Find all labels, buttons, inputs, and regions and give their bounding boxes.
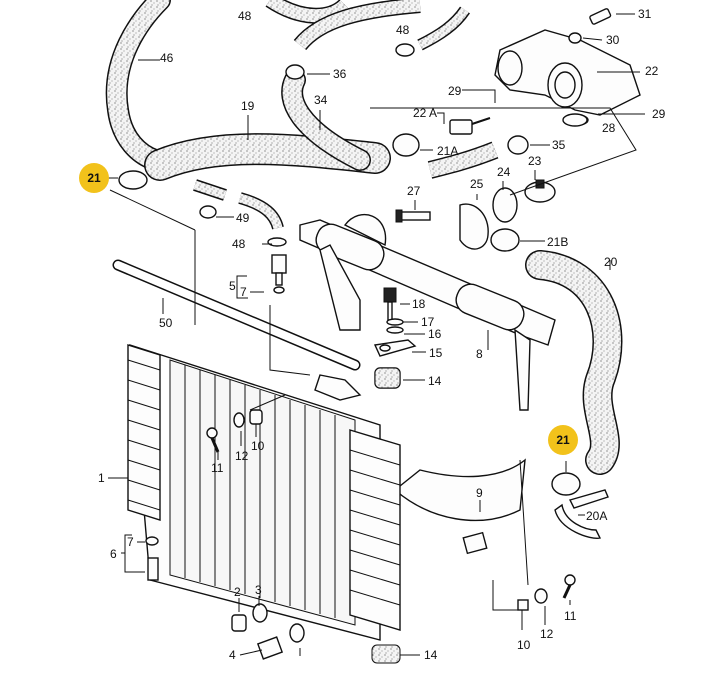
thermostat-23 — [524, 179, 556, 203]
drain-plug-2-3-4 — [231, 603, 305, 660]
callout-29: 29 — [448, 84, 462, 98]
hose-20 — [525, 250, 623, 475]
callout-22: 22 — [645, 64, 659, 78]
callout-36: 36 — [333, 67, 347, 81]
callout-14: 14 — [428, 374, 442, 388]
bracket-15 — [373, 339, 417, 357]
callout-10: 10 — [251, 439, 265, 453]
callout-7: 7 — [127, 535, 134, 549]
callout-12: 12 — [540, 627, 554, 641]
callout-12: 12 — [235, 449, 249, 463]
callout-21B: 21B — [547, 235, 568, 249]
highlight-callout-21-right[interactable]: 21 — [548, 425, 578, 455]
callout-4: 4 — [229, 648, 236, 662]
callout-35: 35 — [552, 138, 566, 152]
bolt-18 — [383, 287, 397, 321]
callout-9: 9 — [476, 486, 483, 500]
callout-23: 23 — [528, 154, 542, 168]
callout-1: 1 — [98, 471, 105, 485]
callout-34: 34 — [314, 93, 328, 107]
fan-shroud-9 — [393, 458, 529, 586]
bracket-cap-14 — [371, 367, 401, 664]
callout-20A: 20A — [586, 509, 607, 523]
callout-22A: 22 A — [413, 106, 437, 120]
callout-25: 25 — [470, 177, 484, 191]
callout-29: 29 — [652, 107, 666, 121]
callout-11: 11 — [564, 609, 577, 623]
elbow-25 — [459, 203, 489, 250]
callout-6: 6 — [110, 547, 117, 561]
callout-50: 50 — [159, 316, 173, 330]
callout-8: 8 — [476, 347, 483, 361]
callout-30: 30 — [606, 33, 620, 47]
o-ring-24 — [492, 187, 518, 223]
leader-lines — [108, 13, 645, 656]
callout-27: 27 — [407, 184, 421, 198]
hose-34 — [281, 69, 371, 171]
callout-17: 17 — [421, 315, 435, 329]
callout-48: 48 — [238, 9, 252, 23]
callout-24: 24 — [497, 165, 511, 179]
bleed-pipe-50 — [112, 259, 361, 371]
hose-46 — [105, 0, 171, 171]
radiator — [127, 344, 401, 641]
thermostat-housing — [494, 29, 641, 126]
highlight-marker-label: 21 — [556, 433, 570, 447]
highlight-callout-21-left[interactable]: 21 — [79, 163, 109, 193]
callout-19: 19 — [241, 99, 255, 113]
hose-48-top — [265, 0, 470, 51]
callout-48: 48 — [396, 23, 410, 37]
callout-15: 15 — [429, 346, 443, 360]
bleed-screw-5 — [267, 237, 287, 294]
washers-16-17 — [386, 318, 404, 334]
callout-labels: 48 31 48 30 46 36 22 29 34 19 22 A 29 28… — [98, 7, 666, 662]
screw-31-30 — [568, 8, 612, 44]
plug-6-7 — [145, 536, 159, 581]
fan-shroud — [299, 214, 556, 411]
callout-11: 11 — [211, 461, 224, 475]
callout-49: 49 — [236, 211, 250, 225]
callout-21A: 21A — [437, 144, 458, 158]
callout-48: 48 — [232, 237, 246, 251]
callout-31: 31 — [638, 7, 652, 21]
hose-49-small — [193, 179, 284, 230]
callout-10: 10 — [517, 638, 531, 652]
highlight-marker-label: 21 — [87, 171, 101, 185]
callout-7: 7 — [240, 285, 247, 299]
sender-22A — [449, 117, 491, 135]
hose-21A-small — [427, 141, 499, 179]
clamps — [118, 43, 581, 496]
callout-28: 28 — [602, 121, 616, 135]
callout-46: 46 — [160, 51, 174, 65]
callout-14: 14 — [424, 648, 438, 662]
callout-5: 5 — [229, 279, 236, 293]
callout-18: 18 — [412, 297, 426, 311]
callout-3: 3 — [255, 583, 262, 597]
callout-2: 2 — [234, 585, 241, 599]
callout-16: 16 — [428, 327, 442, 341]
strap-20A — [554, 489, 609, 539]
callout-20: 20 — [604, 255, 618, 269]
highlight-marker-circle — [548, 425, 578, 455]
highlight-marker-circle — [79, 163, 109, 193]
screw-27 — [395, 209, 431, 223]
seal-28 — [562, 113, 588, 127]
